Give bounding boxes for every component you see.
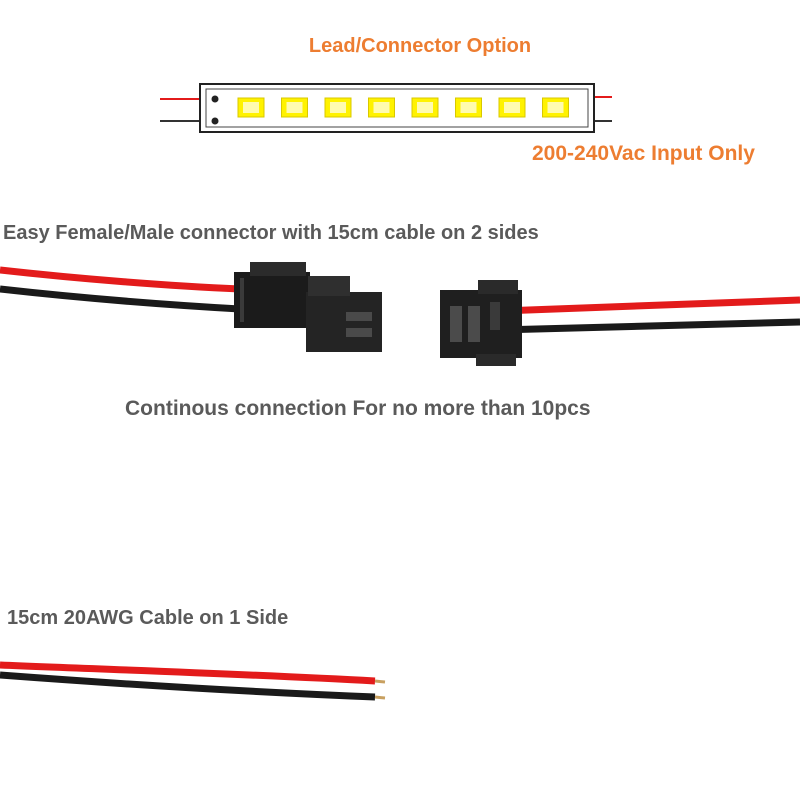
connector-caption: Easy Female/Male connector with 15cm cab… (3, 222, 539, 244)
male-cable-black (0, 285, 241, 313)
led-chip-row (237, 97, 569, 118)
bare-wire-tip-red (374, 679, 386, 684)
led-chip-lens (460, 102, 477, 113)
female-connector-slot-1 (450, 306, 462, 342)
bare-cable-red (0, 661, 376, 685)
male-connector-latch-tab (308, 276, 350, 296)
bare-wire-tip-black (374, 695, 386, 700)
female-connector-slot-2 (468, 306, 480, 342)
male-connector-slot-2 (346, 328, 372, 337)
female-cable-black (499, 318, 800, 334)
strip-terminal-top (211, 95, 219, 103)
female-connector-slot-3 (490, 302, 500, 330)
single-cable-caption: 15cm 20AWG Cable on 1 Side (7, 607, 289, 629)
bare-cable-black (0, 671, 376, 701)
led-chip-lens (373, 102, 390, 113)
voltage-note: 200-240Vac Input Only (532, 142, 755, 165)
led-chip-lens (504, 102, 520, 113)
male-connector-highlight (240, 278, 244, 322)
male-cable-red (0, 266, 241, 293)
female-cable-red (499, 296, 800, 315)
male-connector-latch (250, 262, 306, 276)
page-title: Lead/Connector Option (308, 35, 532, 57)
strip-terminal-bottom (211, 117, 219, 125)
female-connector-top (478, 280, 518, 294)
male-connector-front (306, 292, 382, 352)
male-connector-with-cable (0, 262, 382, 352)
led-chip-lens (417, 102, 433, 113)
male-connector-slot-1 (346, 312, 372, 321)
led-chip-lens (547, 102, 564, 113)
led-chip-lens (286, 102, 303, 113)
bare-cable (0, 661, 386, 701)
male-connector-rear (234, 272, 310, 328)
female-connector-with-cable (440, 280, 800, 366)
continuous-connection-caption: Continous connection For no more than 10… (125, 397, 591, 420)
led-strip-diagram (160, 83, 612, 133)
led-chip-lens (330, 102, 346, 113)
led-chip-lens (243, 102, 259, 113)
female-connector-bottom (476, 354, 516, 366)
